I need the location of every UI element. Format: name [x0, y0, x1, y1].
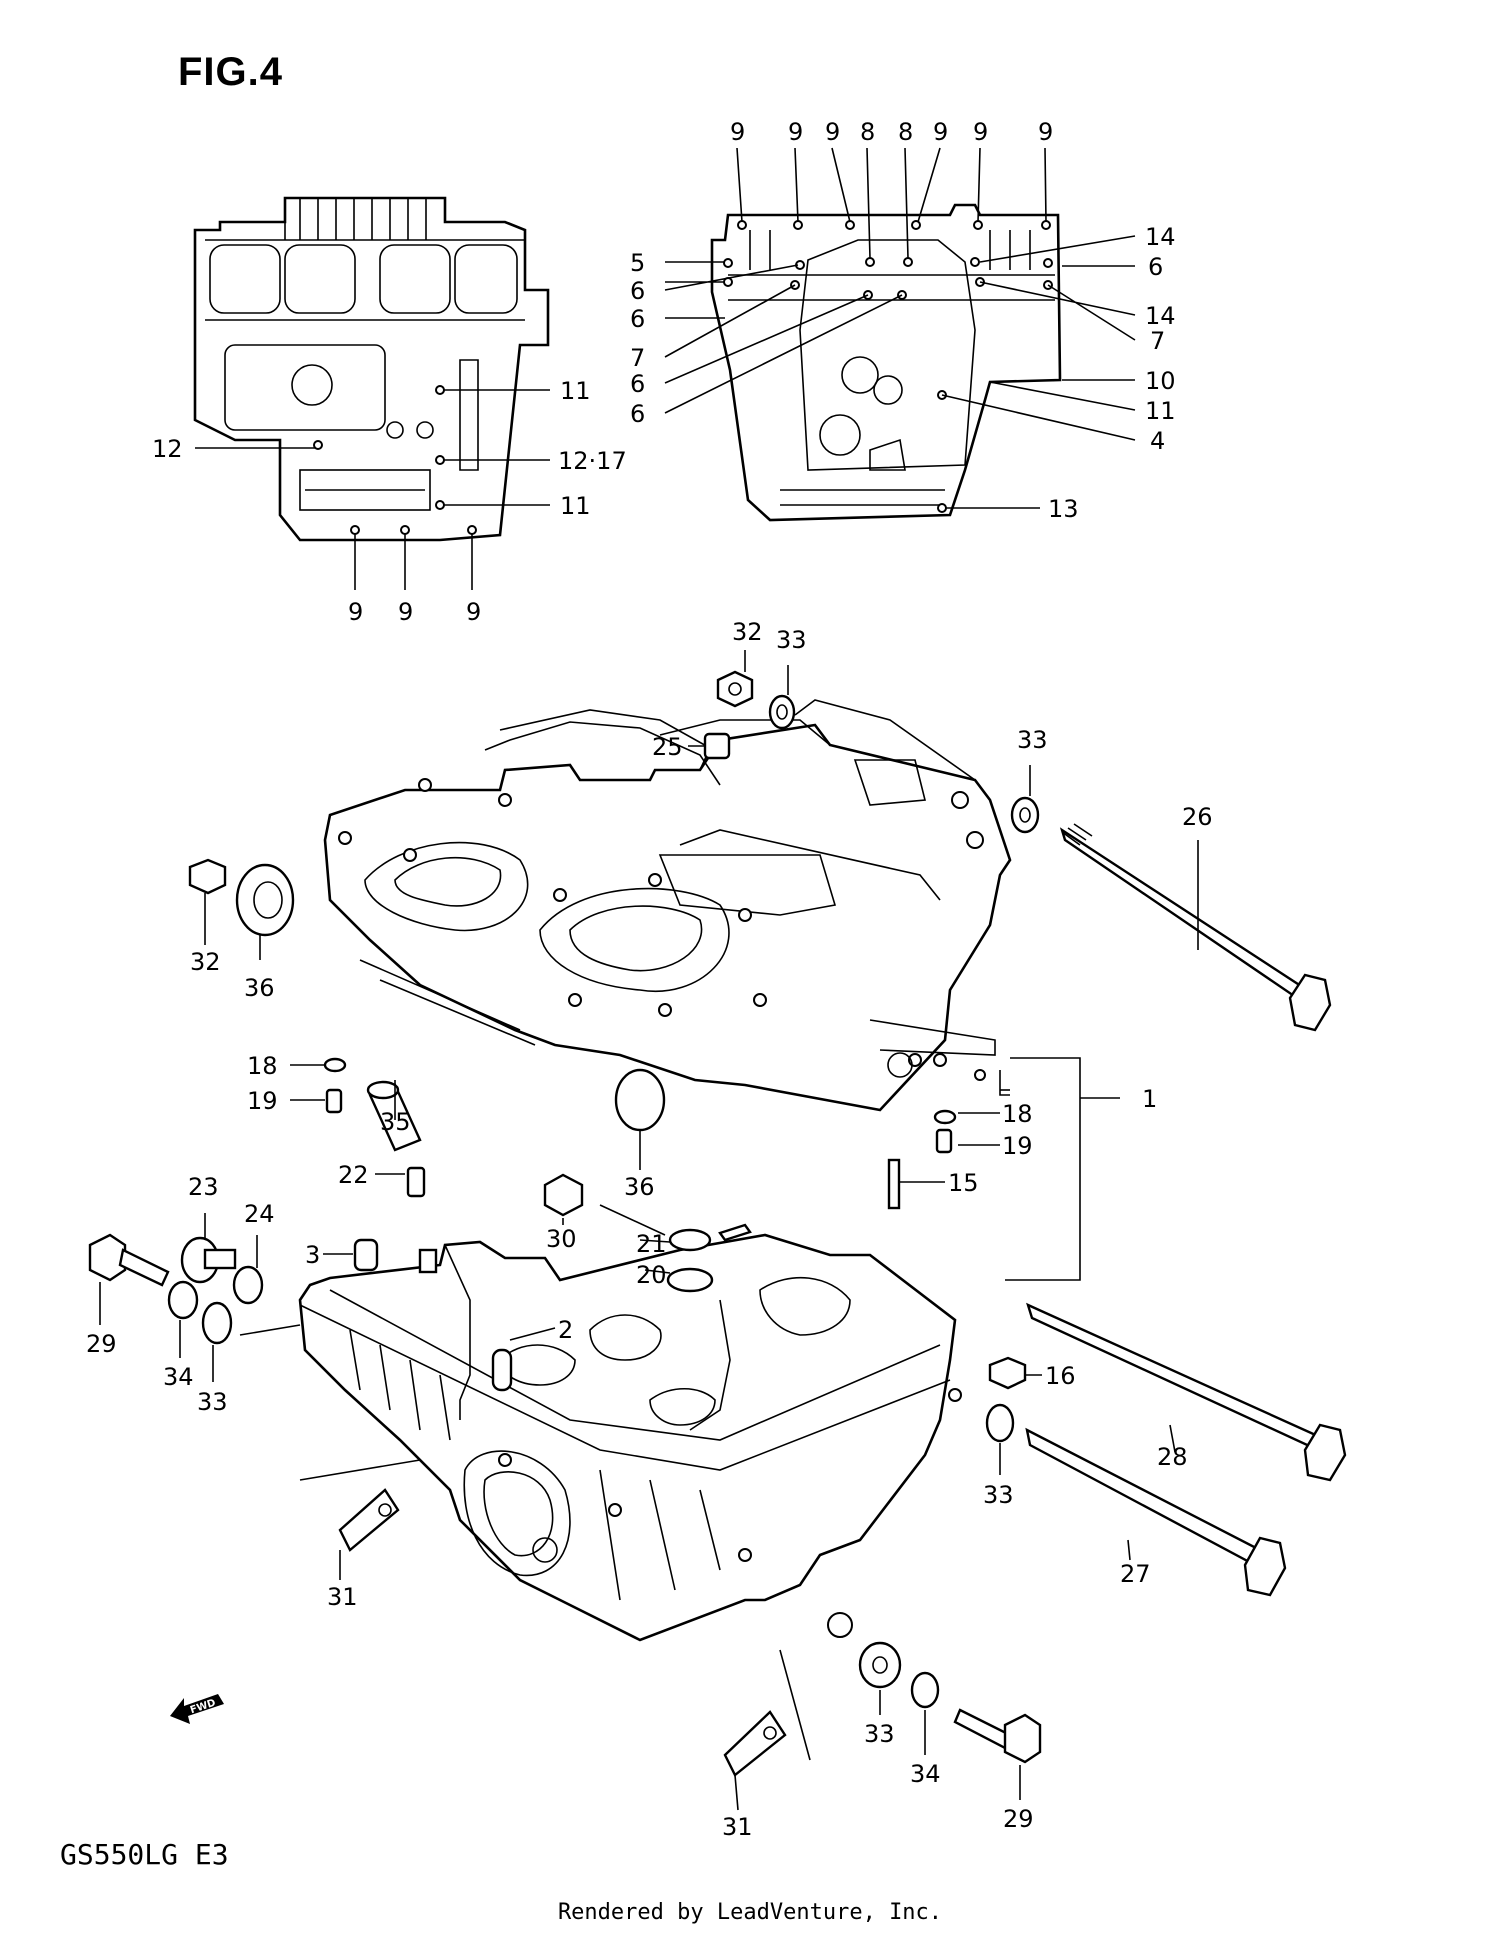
callout-6: 6 [630, 305, 645, 333]
callout-6: 6 [630, 400, 645, 428]
upper-crankcase [323, 699, 1012, 1112]
callout-9: 9 [825, 118, 840, 146]
callout-33: 33 [864, 1720, 895, 1748]
callout-18: 18 [1002, 1100, 1033, 1128]
callout-32: 32 [732, 618, 763, 646]
render-credit: Rendered by LeadVenture, Inc. [557, 1900, 943, 1925]
callout-9: 9 [933, 118, 948, 146]
callout-11: 11 [560, 492, 591, 520]
callout-34: 34 [163, 1363, 194, 1391]
callout-8: 8 [898, 118, 913, 146]
callout-29: 29 [86, 1330, 117, 1358]
figure-title: FIG.4 [178, 50, 284, 94]
callout-9: 9 [973, 118, 988, 146]
callout-33: 33 [776, 626, 807, 654]
callout-8: 8 [860, 118, 875, 146]
callout-6: 6 [1148, 253, 1163, 281]
small-parts [88, 670, 1347, 1777]
callout-6: 6 [630, 370, 645, 398]
callout-14: 14 [1145, 302, 1176, 330]
callout-29: 29 [1003, 1805, 1034, 1833]
callout-23: 23 [188, 1173, 219, 1201]
callout-9: 9 [348, 598, 363, 626]
fwd-arrow-icon: FWD [168, 1690, 228, 1724]
callout-7: 7 [1150, 327, 1165, 355]
callout-14: 14 [1145, 223, 1176, 251]
callout-6: 6 [630, 277, 645, 305]
callout-12: 12 [152, 435, 183, 463]
lower-case-top-view [710, 203, 1062, 522]
upper-case-bottom-view [193, 196, 550, 542]
main-leaders [99, 650, 1199, 1811]
top-left-leaders [195, 389, 550, 590]
callout-33: 33 [983, 1481, 1014, 1509]
callout-31: 31 [327, 1583, 358, 1611]
callout-33: 33 [1017, 726, 1048, 754]
callout-9: 9 [398, 598, 413, 626]
callout-9: 9 [730, 118, 745, 146]
callout-22: 22 [338, 1161, 369, 1189]
callout-5: 5 [630, 249, 645, 277]
callout-11: 11 [560, 377, 591, 405]
callout-4: 4 [1150, 427, 1165, 455]
callout-24: 24 [244, 1200, 275, 1228]
callout-30: 30 [546, 1225, 577, 1253]
callout-34: 34 [910, 1760, 941, 1788]
callout-16: 16 [1045, 1362, 1076, 1390]
callout-2: 2 [558, 1316, 573, 1344]
callout-12-17: 12·17 [558, 447, 627, 475]
callout-20: 20 [636, 1261, 667, 1289]
callout-3: 3 [305, 1241, 320, 1269]
callout-18: 18 [247, 1052, 278, 1080]
callout-7: 7 [630, 344, 645, 372]
callout-28: 28 [1157, 1443, 1188, 1471]
callout-21: 21 [636, 1230, 667, 1258]
callout-13: 13 [1048, 495, 1079, 523]
callout-15: 15 [948, 1169, 979, 1197]
fwd-label: FWD [189, 1698, 217, 1717]
callout-33: 33 [197, 1388, 228, 1416]
callout-11: 11 [1145, 397, 1176, 425]
callout-27: 27 [1120, 1560, 1151, 1588]
lower-crankcase [298, 1233, 962, 1642]
callout-10: 10 [1145, 367, 1176, 395]
callout-35: 35 [380, 1108, 411, 1136]
callout-1: 1 [1142, 1085, 1157, 1113]
callout-26: 26 [1182, 803, 1213, 831]
callout-9: 9 [466, 598, 481, 626]
callout-32: 32 [190, 948, 221, 976]
callout-9: 9 [1038, 118, 1053, 146]
callout-36: 36 [244, 974, 275, 1002]
top-right-leaders [664, 147, 1136, 509]
model-code: GS550LG E3 [60, 1838, 229, 1871]
callout-19: 19 [1002, 1132, 1033, 1160]
callout-9: 9 [788, 118, 803, 146]
callout-25: 25 [652, 733, 683, 761]
callout-19: 19 [247, 1087, 278, 1115]
callout-36: 36 [624, 1173, 655, 1201]
callout-31: 31 [722, 1813, 753, 1841]
